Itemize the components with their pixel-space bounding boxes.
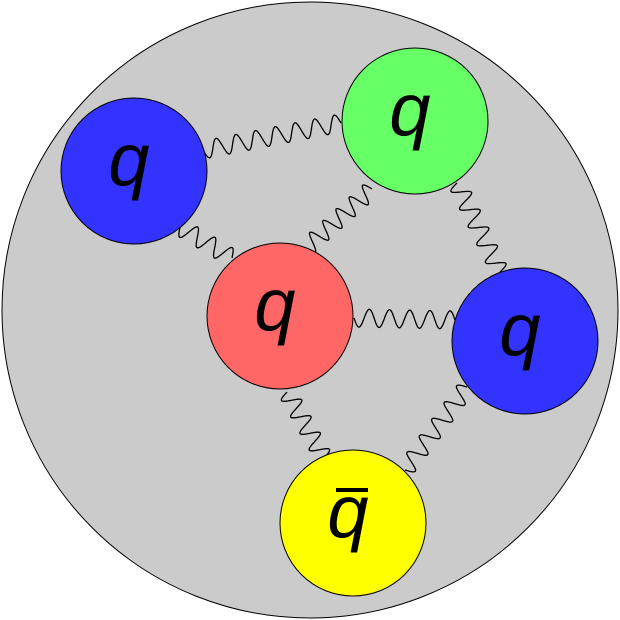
antiquark-yellow-circle [279,449,427,597]
quark-blue-right-circle [451,267,599,415]
quark-red: q [206,242,354,390]
quark-blue-right-label: q [499,288,540,371]
antiquark-yellow-label: q [327,470,368,553]
quark-blue-left: q [60,97,208,245]
gluon-quark-red-to-quark-blue-right [353,308,456,330]
gluon-quark-green-to-quark-blue-right [450,182,507,273]
gluon-quark-red-to-antiquark-yellow [280,391,331,459]
quark-red-circle [206,242,354,390]
antiquark-yellow: q [279,449,427,597]
gluon-quark-blue-left-to-quark-green [202,114,342,159]
quark-green-label: q [389,68,430,151]
quark-blue-right: q [451,267,599,415]
quark-blue-left-circle [60,97,208,245]
quark-blue-left-label: q [108,118,149,201]
gluon-quark-blue-left-to-quark-red [178,226,234,259]
quark-red-label: q [254,263,295,346]
quark-green-circle [341,47,489,195]
quark-green: q [341,47,489,195]
gluon-quark-green-to-quark-red [305,184,373,253]
gluon-quark-blue-right-to-antiquark-yellow [404,384,468,473]
